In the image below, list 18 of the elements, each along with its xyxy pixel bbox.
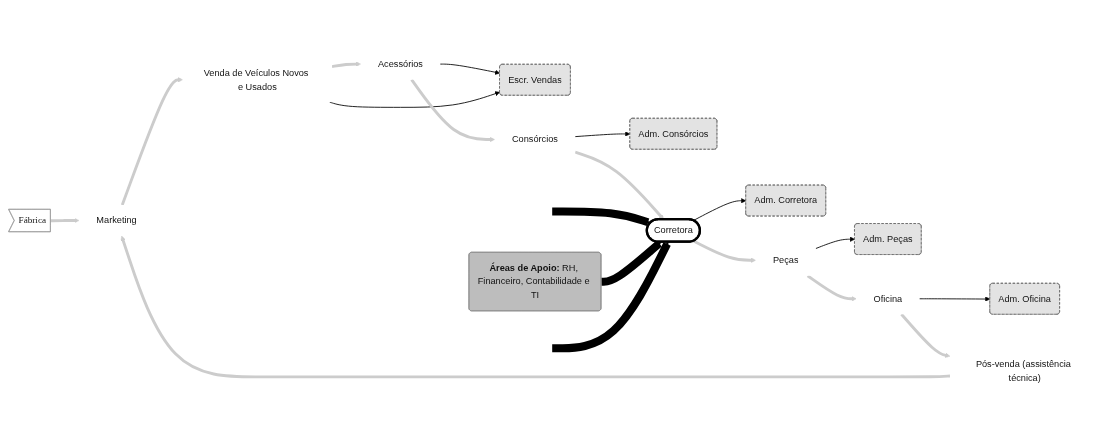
arrow — [692, 239, 756, 263]
node-text: Venda de Veículos Novos e Usados — [203, 67, 308, 92]
arrow — [574, 150, 664, 220]
arrow — [899, 313, 950, 358]
node-text: Peças — [772, 255, 799, 265]
node-text: Consórcios — [511, 134, 558, 145]
arrow — [599, 240, 662, 286]
arrow — [331, 61, 361, 68]
arrow — [551, 207, 650, 227]
arrow — [50, 217, 79, 223]
node-text: Acessórios — [377, 58, 423, 69]
arrow — [409, 78, 495, 142]
node-text: Marketing — [95, 215, 137, 226]
node-text: Oficina — [873, 293, 902, 304]
node-text: Pós-venda (assistência técnica) — [975, 359, 1071, 383]
arrow — [806, 274, 857, 302]
arrow — [120, 77, 183, 206]
arrow — [551, 241, 671, 353]
